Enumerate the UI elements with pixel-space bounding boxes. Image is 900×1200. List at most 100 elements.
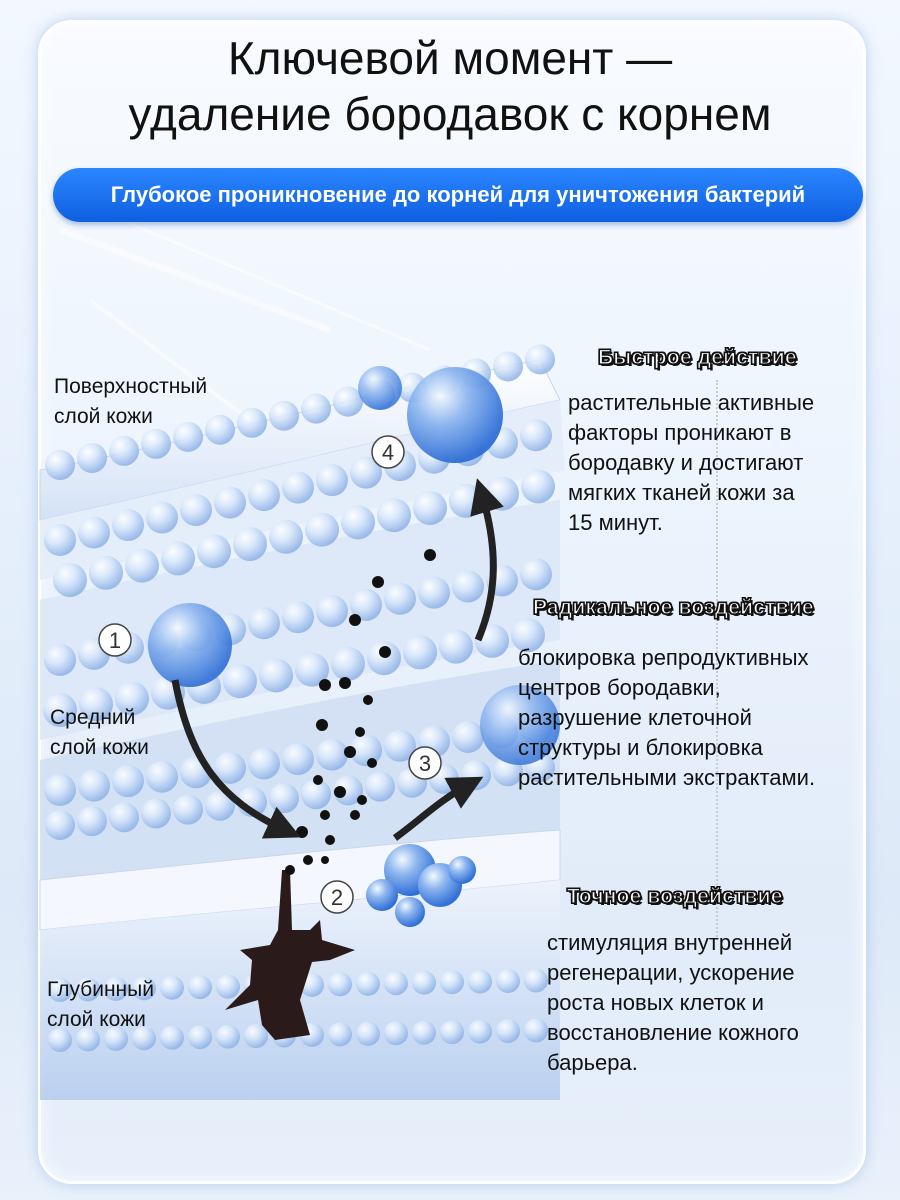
skin-cell-bubble [333,386,363,417]
skin-cell-bubble [160,975,184,1000]
skin-cell-bubble [48,978,72,1002]
wart-root [225,870,355,1040]
svg-text:2: 2 [331,885,343,910]
skin-cell-bubble [365,771,395,802]
svg-text:1: 1 [109,628,121,653]
skin-cell-bubble [160,1025,184,1050]
badge-precise-action: Точное воздействие [566,884,783,908]
skin-cell-bubble [449,483,483,518]
skin-cell-bubble [468,969,492,994]
skin-cell-bubble [384,582,416,615]
active-particle [313,775,323,785]
active-particle [325,835,335,845]
active-particle [424,549,436,561]
skin-cell-bubble [161,541,195,576]
arrow-step-2-to-3 [392,776,484,841]
skin-cell-bubble [53,563,87,597]
skin-cell-bubble [496,969,520,994]
skin-cell-bubble [521,469,555,504]
active-particle [334,786,346,798]
dotted-divider [716,380,718,940]
skin-cell-bubble [295,652,329,687]
active-particle [303,855,313,865]
skin-cell-bubble [173,421,203,452]
skin-cell-bubble [214,486,246,519]
active-particle [363,695,373,705]
skin-cell-bubble [78,516,110,549]
active-particle [285,865,295,875]
skin-cell-bubble [282,601,314,634]
skin-cell-bubble [44,524,76,556]
skin-cell-bubble [316,738,348,771]
skin-cell-bubble [205,414,235,445]
active-bubble-1 [148,603,232,687]
svg-text:3: 3 [419,751,431,776]
skin-cell-bubble [440,970,464,995]
skin-cell-bubble [384,729,416,762]
skin-cell-bubble [188,1025,212,1050]
skin-cell-bubble [89,555,123,590]
skin-cell-bubble [104,976,128,1001]
active-particle [379,646,391,658]
skin-cell-bubble [328,972,352,997]
active-particle [344,746,356,758]
active-particle [349,614,361,626]
title-line-2: удаление бородавок с корнем [128,88,772,140]
skin-cell-bubble [439,629,473,664]
skin-cell-bubble [525,344,555,375]
skin-cell-bubble [259,658,293,693]
skin-cell-bubble [244,1024,268,1049]
active-particle [319,679,331,691]
skin-cell-bubble [45,450,75,480]
skin-cell-bubble [248,607,280,640]
skin-cell-bubble [520,558,552,591]
skin-cell-bubble [282,471,314,504]
skin-cell-bubble [146,501,178,534]
arrow-step-3-to-4 [470,478,504,642]
skin-cell-bubble [223,664,257,699]
skin-cell-bubble [248,479,280,512]
skin-cell-bubble [146,760,178,793]
skin-cell-bubble [403,635,437,670]
skin-cell-bubble [301,393,331,424]
skin-cell-bubble [112,509,144,542]
skin-cell-bubble [305,512,339,547]
skin-cell-bubble [384,1021,408,1046]
skin-cell-bubble [237,407,267,438]
skin-cell-bubble [384,971,408,996]
skin-cell-bubble [112,765,144,798]
active-particle [339,677,351,689]
skin-cell-bubble [44,774,76,806]
skin-cell-bubble [316,595,348,628]
active-particle [350,810,360,820]
active-particle [320,810,330,820]
skin-cell-bubble [452,570,484,603]
skin-cell-bubble [341,505,375,540]
skin-cell-bubble [524,1018,548,1043]
desc-radical-action: блокировка репродуктивных центров борода… [518,645,816,790]
skin-cell-bubble [76,977,100,1002]
subtitle-banner: Глубокое проникновение до корней для уни… [53,168,863,222]
skin-cell-bubble [301,779,331,810]
skin-cell-bubble [350,456,382,489]
skin-cell-bubble [377,498,411,533]
skin-cell-bubble [197,534,231,569]
label-surface-layer: Поверхностный слой кожи [54,375,208,428]
bubble-rows [43,344,555,1052]
skin-cell-bubble [132,976,156,1001]
skin-cell-bubble [77,806,107,837]
particles [285,549,436,875]
skin-cell-bubble [132,1026,156,1051]
active-particle [321,856,329,864]
skin-cell-bubble [331,646,365,681]
skin-cell-bubble [216,974,240,999]
skin-cell-bubble [125,548,159,583]
svg-text:4: 4 [382,440,394,465]
skin-cell-bubble [76,1027,100,1052]
skin-cell-bubble [440,1020,464,1045]
active-particle [367,758,377,768]
skin-cell-bubble [48,1028,72,1052]
skin-cell-bubble [77,442,107,473]
skin-cell-bubble [109,802,139,833]
